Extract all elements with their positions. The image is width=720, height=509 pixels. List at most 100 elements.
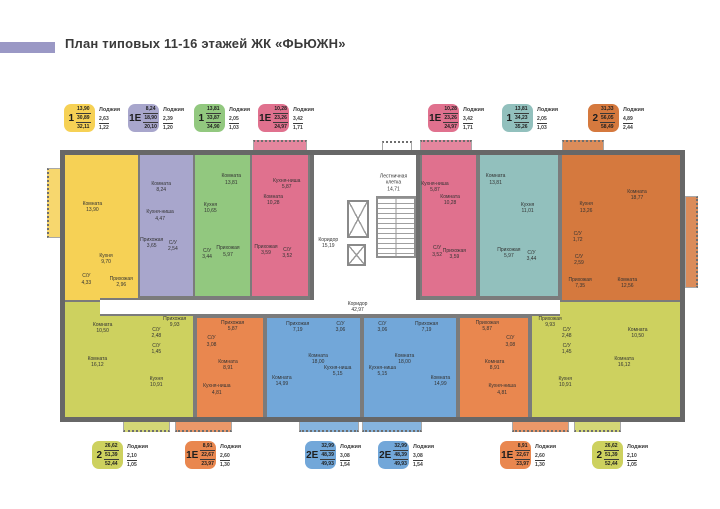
apartment-type-label: 1 <box>198 112 205 124</box>
loggia-yellow-left <box>47 168 61 238</box>
apartment-type-label: 2 <box>596 449 603 461</box>
page-title: План типовых 11-16 этажей ЖК «ФЬЮЖН» <box>65 36 346 51</box>
logo-bar <box>0 42 55 53</box>
apartment-type-label: 1Е <box>259 112 272 124</box>
apartment-type-label: 1Е <box>501 449 514 461</box>
elevator-shaft-icon <box>347 244 366 266</box>
apartment-type-label: 1 <box>506 112 513 124</box>
apartment-type-label: 1 <box>68 112 75 124</box>
apartment-type-label: 1Е <box>186 449 199 461</box>
